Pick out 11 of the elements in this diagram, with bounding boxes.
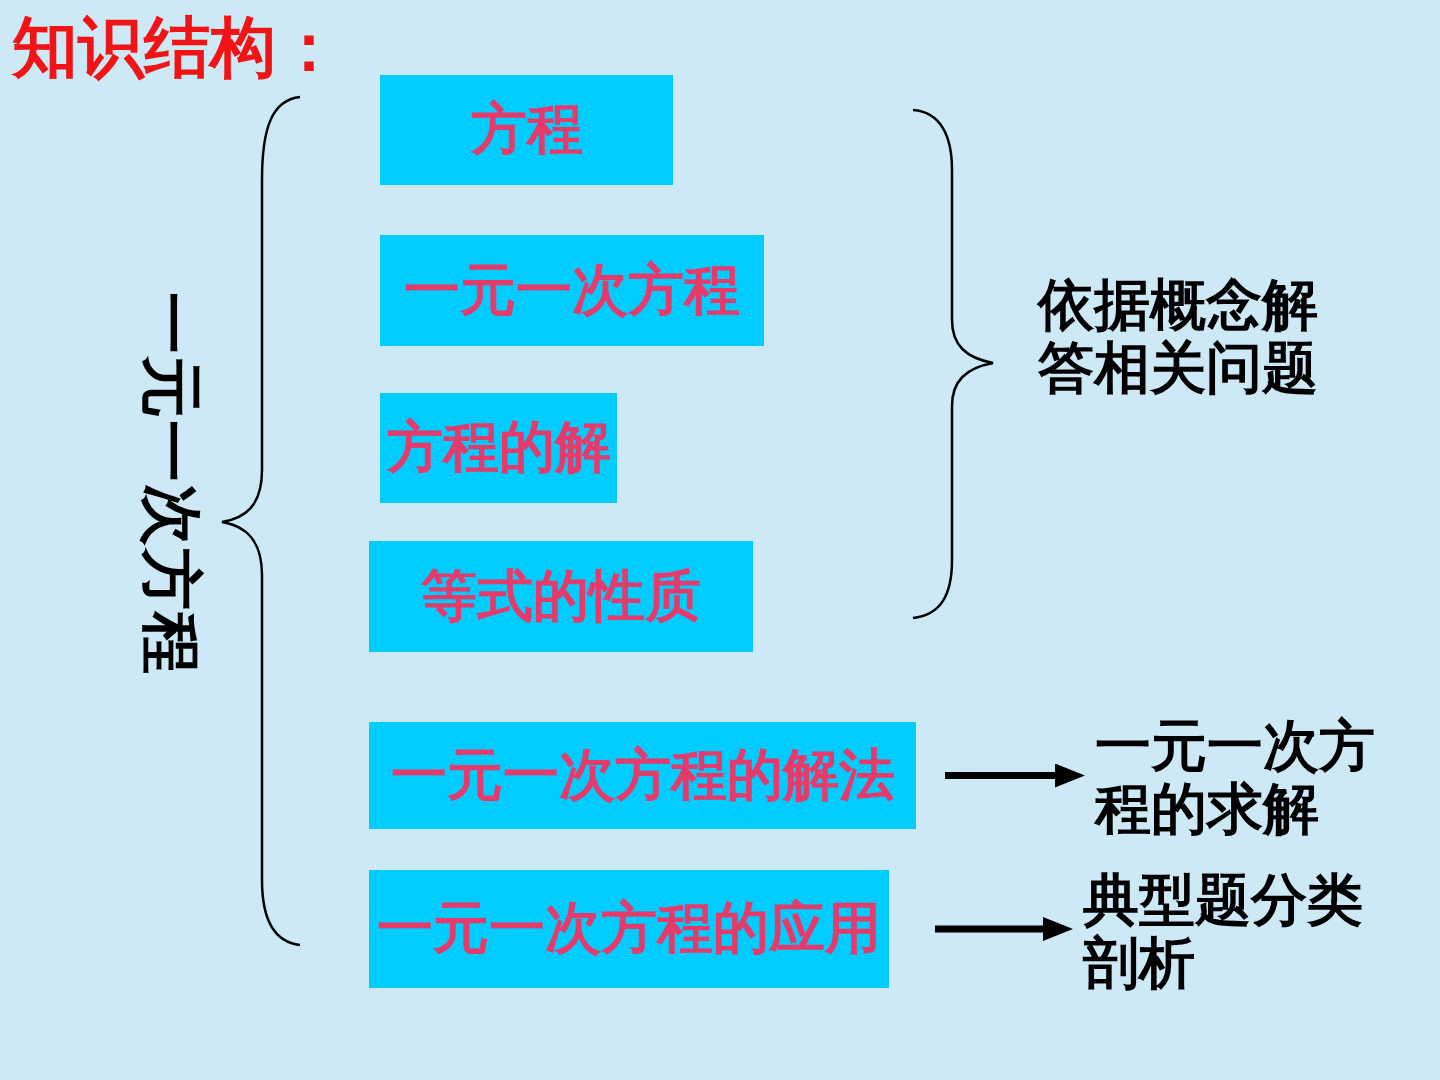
note-text: 依据概念解答相关问题 bbox=[1038, 273, 1319, 399]
concept-box: 等式的性质 bbox=[369, 541, 753, 652]
title: 知识结构： bbox=[12, 8, 342, 88]
concept-box: 方程的解 bbox=[380, 393, 617, 503]
vertical-label: 一元一次方程 bbox=[138, 292, 204, 676]
concept-box: 一元一次方程的应用 bbox=[369, 870, 889, 988]
concept-box: 一元一次方程 bbox=[380, 235, 764, 346]
concept-box: 方程 bbox=[380, 75, 673, 185]
note-text: 一元一次方程的求解 bbox=[1095, 714, 1385, 840]
concept-box: 一元一次方程的解法 bbox=[369, 722, 916, 829]
note-text: 典型题分类剖析 bbox=[1083, 868, 1373, 994]
